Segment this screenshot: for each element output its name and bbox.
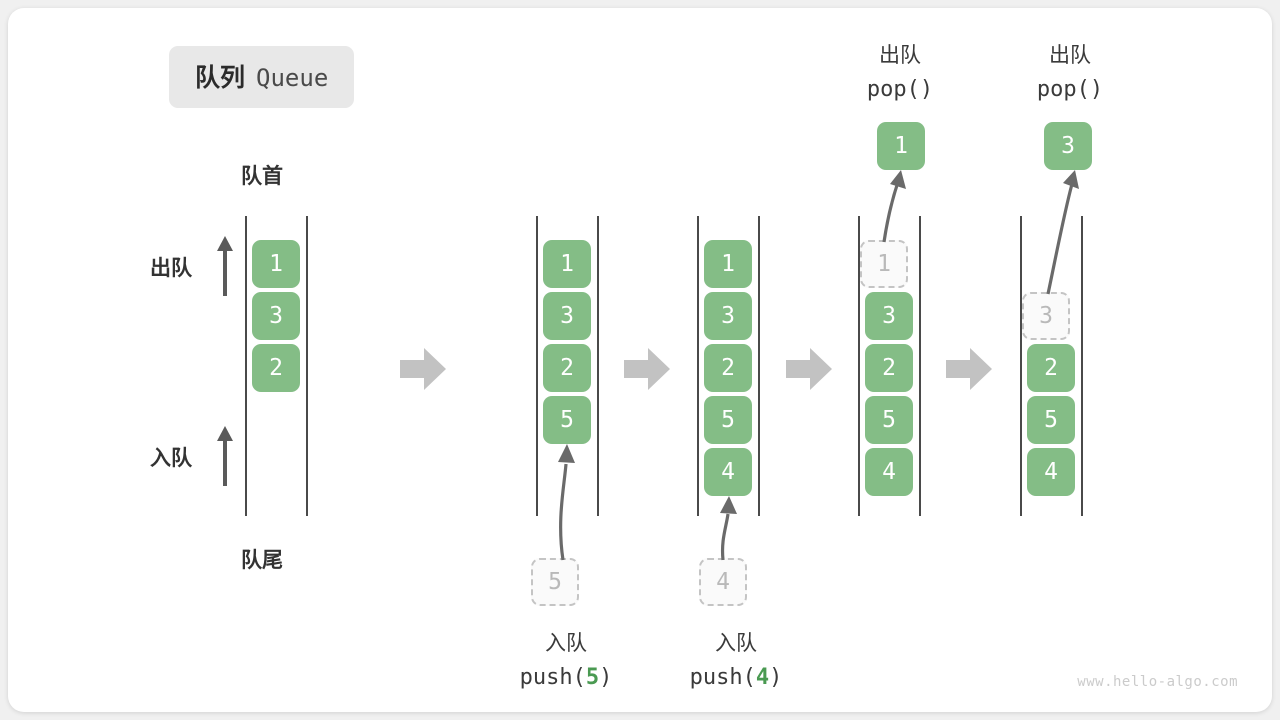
queue-cell: 5 [1027,396,1075,444]
pop-3-prefix: pop( [1036,76,1090,102]
caption-pop-1-code: pop() [820,73,980,107]
push-5-arg: 5 [585,664,600,690]
caption-pop-1-cn: 出队 [879,44,921,67]
queue-rail-left-5 [1020,216,1022,516]
queue-cell: 3 [865,292,913,340]
queue-rail-left-4 [858,216,860,516]
queue-cell: 2 [543,344,591,392]
step-connector-arrow-icon [946,348,992,390]
queue-cell: 2 [865,344,913,392]
caption-push-4-cn: 入队 [715,632,757,655]
enqueue-direction-arrow-icon [217,426,233,486]
diagram-title-badge: 队列 Queue [169,46,355,108]
queue-cell: 2 [704,344,752,392]
pop-1-suffix: ) [919,76,934,102]
label-dequeue-direction: 出队 [150,257,192,280]
popped-cell-3: 3 [1044,122,1092,170]
caption-pop-3-cn: 出队 [1049,44,1091,67]
caption-push-5-code: push(5) [486,661,646,695]
queue-rail-right-3 [758,216,760,516]
dequeue-direction-arrow-icon [217,236,233,296]
label-queue-rear: 队尾 [241,549,283,572]
queue-cell-new: 4 [704,448,752,496]
label-queue-front: 队首 [241,165,283,188]
label-enqueue-direction: 入队 [150,447,192,470]
queue-cell: 2 [1027,344,1075,392]
queue-rail-left-1 [245,216,247,516]
queue-cell: 3 [252,292,300,340]
caption-push-5: 入队 push(5) [486,628,646,695]
push-4-arg: 4 [755,664,770,690]
queue-cell: 1 [704,240,752,288]
queue-cell-new: 5 [543,396,591,444]
push-4-arrow-icon [720,496,737,561]
push-5-prefix: push( [519,664,586,690]
popped-cell-1: 1 [877,122,925,170]
step-connector-arrow-icon [624,348,670,390]
caption-push-4: 入队 push(4) [656,628,816,695]
queue-cell: 4 [1027,448,1075,496]
title-cn: 队列 [195,64,246,92]
queue-cell: 5 [865,396,913,444]
pop-3-arrow-icon [1046,170,1079,295]
queue-cell: 2 [252,344,300,392]
queue-rail-right-5 [1081,216,1083,516]
queue-rail-left-3 [697,216,699,516]
ghost-cell-push-5: 5 [531,558,579,606]
push-5-arrow-icon [558,444,575,561]
queue-cell: 3 [704,292,752,340]
queue-rail-right-2 [597,216,599,516]
queue-cell: 4 [865,448,913,496]
ghost-cell-push-4: 4 [699,558,747,606]
pop-1-arrow-icon [882,170,906,243]
ghost-cell-pop-1: 1 [860,240,908,288]
diagram-canvas: 队列 Queue 队首 队尾 出队 入队 1 3 2 1 3 2 5 5 入队 … [8,8,1272,712]
queue-rail-right-1 [306,216,308,516]
queue-cell: 1 [543,240,591,288]
caption-pop-1: 出队 pop() [820,40,980,107]
caption-push-4-code: push(4) [656,661,816,695]
queue-rail-left-2 [536,216,538,516]
queue-cell: 1 [252,240,300,288]
caption-pop-3-code: pop() [990,73,1150,107]
caption-pop-3: 出队 pop() [990,40,1150,107]
title-en: Queue [256,64,329,92]
pop-1-prefix: pop( [866,76,920,102]
site-watermark: www.hello-algo.com [1077,674,1238,690]
pop-3-suffix: ) [1089,76,1104,102]
step-connector-arrow-icon [400,348,446,390]
caption-push-5-cn: 入队 [545,632,587,655]
queue-rail-right-4 [919,216,921,516]
push-4-suffix: ) [769,664,783,690]
queue-cell: 5 [704,396,752,444]
queue-cell: 3 [543,292,591,340]
ghost-cell-pop-3: 3 [1022,292,1070,340]
push-5-suffix: ) [599,664,613,690]
push-4-prefix: push( [689,664,756,690]
step-connector-arrow-icon [786,348,832,390]
